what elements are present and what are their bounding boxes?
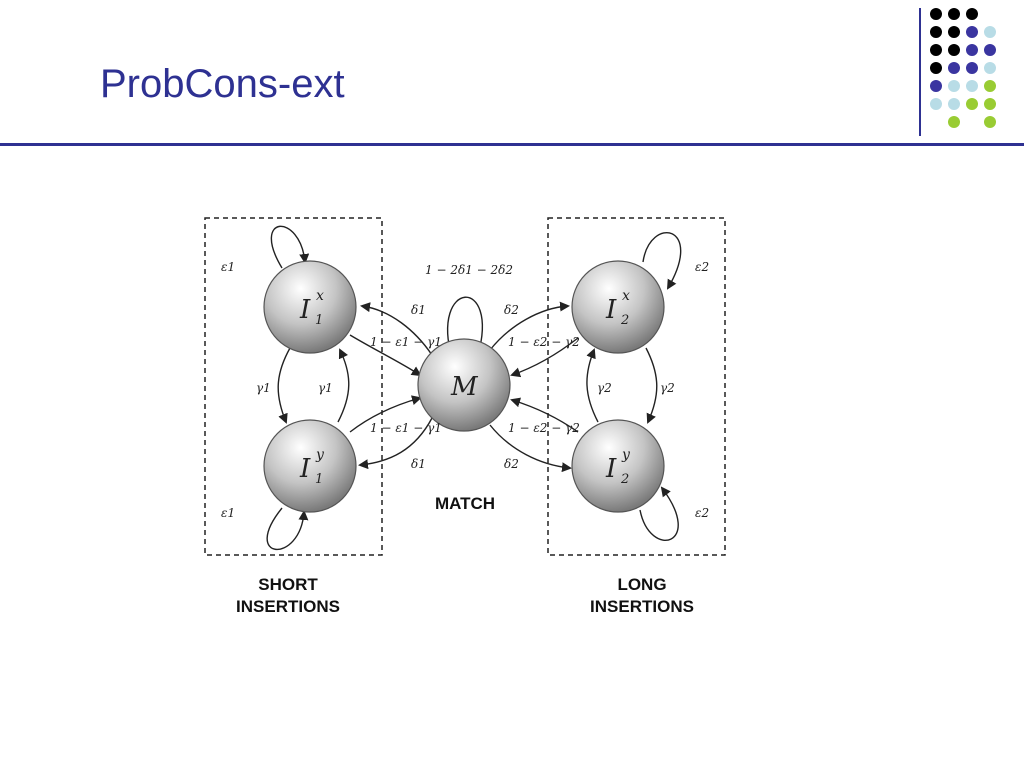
self-loop-match [447, 296, 485, 359]
arrow-m-to-i2y [489, 424, 572, 473]
self-loop-i2x [642, 231, 682, 290]
arrow-i1x-to-i1y [277, 347, 291, 424]
decor-dot [948, 8, 960, 20]
decor-dot [930, 62, 942, 74]
decor-dot [948, 116, 960, 128]
decor-dot [984, 98, 996, 110]
state-match-base: M [450, 372, 479, 402]
state-i2x-sub: 2 [620, 313, 629, 328]
decor-dot [930, 98, 942, 110]
arrow-i1y-to-m [349, 395, 422, 433]
self-loop-i2y [639, 486, 679, 541]
decor-dot [966, 8, 978, 20]
label-gamma2-left: γ2 [597, 381, 612, 395]
label-gamma1-right: γ1 [318, 381, 333, 395]
caption-short-insertions: INSERTIONS [236, 597, 340, 616]
arrow-i2y-to-m [510, 397, 579, 433]
state-i2y-sub: 2 [620, 472, 629, 487]
arrow-i2x-to-i2y [645, 347, 658, 424]
state-i2x-base: I [605, 295, 617, 325]
decor-dot [930, 44, 942, 56]
label-m-to-i1y: 1 − ε1 − γ1 [370, 421, 442, 435]
label-delta1-top: δ1 [411, 303, 426, 317]
state-i2x: I x 2 [571, 260, 665, 354]
decor-dot [984, 116, 996, 128]
label-m-to-i1x: 1 − ε1 − γ1 [370, 335, 442, 349]
state-match: M [417, 338, 511, 432]
title-underline [0, 143, 1024, 146]
label-eps1-top: ε1 [221, 260, 235, 274]
state-i1x: I x 1 [263, 260, 357, 354]
state-i1y-sup: y [315, 447, 325, 463]
decor-dot [948, 62, 960, 74]
short-insertions-box [204, 217, 383, 556]
corner-divider [919, 8, 921, 136]
label-gamma2-right: γ2 [660, 381, 675, 395]
state-i2x-sup: x [622, 288, 630, 304]
decor-dot [930, 8, 942, 20]
decor-dot [966, 98, 978, 110]
state-i1x-base: I [299, 295, 311, 325]
decor-dot [984, 62, 996, 74]
decor-dot [984, 80, 996, 92]
decor-dot [966, 80, 978, 92]
decor-dot [948, 44, 960, 56]
label-m-to-i2x: 1 − ε2 − γ2 [508, 335, 580, 349]
decor-dot [930, 26, 942, 38]
arrow-i1x-to-m [349, 334, 422, 377]
self-loop-i1x [270, 225, 310, 269]
label-delta2-top: δ2 [504, 303, 519, 317]
decor-dot [966, 62, 978, 74]
state-i2y-base: I [605, 454, 617, 484]
state-i1x-sup: x [316, 288, 324, 304]
decor-dot [948, 26, 960, 38]
decor-dot [984, 44, 996, 56]
decor-dot [948, 98, 960, 110]
arrow-i2y-to-i2x [586, 348, 599, 423]
arrow-i1y-to-i1x [337, 348, 350, 423]
arrow-m-to-i1x [360, 302, 433, 356]
caption-short: SHORT [258, 575, 318, 594]
state-i1y-base: I [299, 454, 311, 484]
label-eps2-top: ε2 [695, 260, 709, 274]
label-delta1-bottom: δ1 [411, 457, 426, 471]
label-match-loop: 1 − 2δ1 − 2δ2 [425, 263, 513, 277]
arrow-m-to-i1y [358, 417, 433, 470]
decor-dot [930, 80, 942, 92]
state-i1y-sub: 1 [315, 472, 323, 487]
decor-dot [984, 26, 996, 38]
label-delta2-bottom: δ2 [504, 457, 519, 471]
self-loop-i1y [266, 507, 309, 551]
decor-dot [966, 44, 978, 56]
caption-long-insertions: INSERTIONS [590, 597, 694, 616]
state-i2y: I y 2 [571, 419, 665, 513]
decor-dot [948, 80, 960, 92]
label-eps1-bottom: ε1 [221, 506, 235, 520]
slide-title: ProbCons-ext [100, 62, 345, 106]
arrow-i2x-to-m [510, 337, 579, 378]
state-i2y-sup: y [621, 447, 631, 463]
long-insertions-box [547, 217, 726, 556]
arrow-m-to-i2x [489, 301, 570, 351]
state-i1x-sub: 1 [315, 313, 323, 328]
state-i1y: I y 1 [263, 419, 357, 513]
label-m-to-i2y: 1 − ε2 − γ2 [508, 421, 580, 435]
caption-match: MATCH [435, 494, 495, 513]
label-eps2-bottom: ε2 [695, 506, 709, 520]
label-gamma1-left: γ1 [256, 381, 271, 395]
decor-dot [966, 26, 978, 38]
caption-long: LONG [617, 575, 666, 594]
